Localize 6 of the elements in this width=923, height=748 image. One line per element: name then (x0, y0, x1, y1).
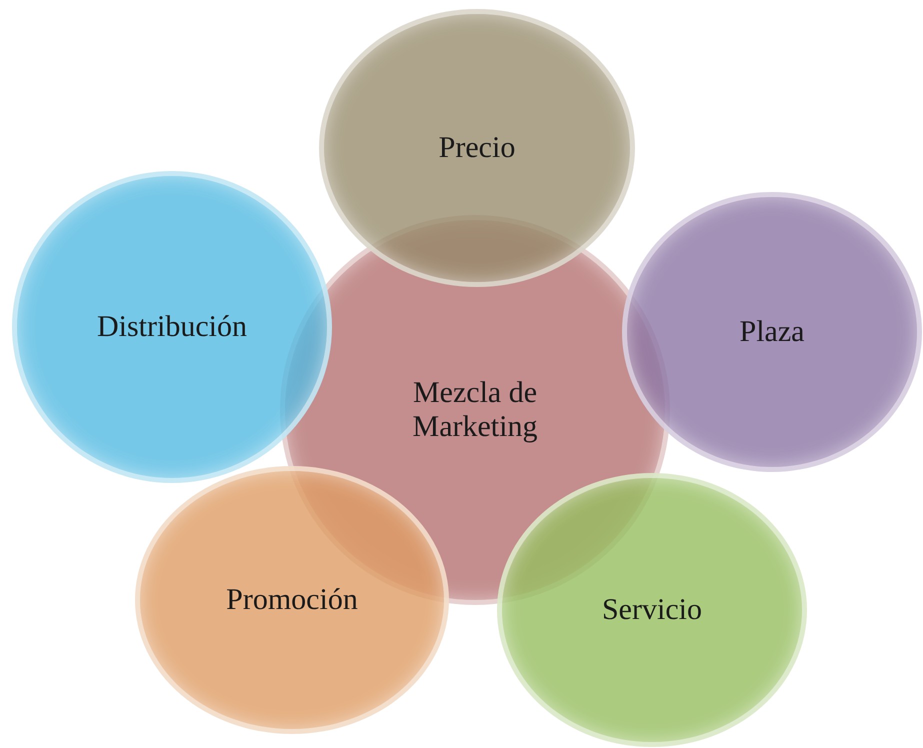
node-label: Servicio (602, 592, 702, 628)
node-label: Mezcla de Marketing (412, 376, 538, 444)
node-label: Plaza (740, 314, 804, 350)
node-label: Promoción (226, 582, 358, 618)
node-label: Distribución (97, 310, 247, 344)
node-label: Precio (438, 130, 516, 166)
